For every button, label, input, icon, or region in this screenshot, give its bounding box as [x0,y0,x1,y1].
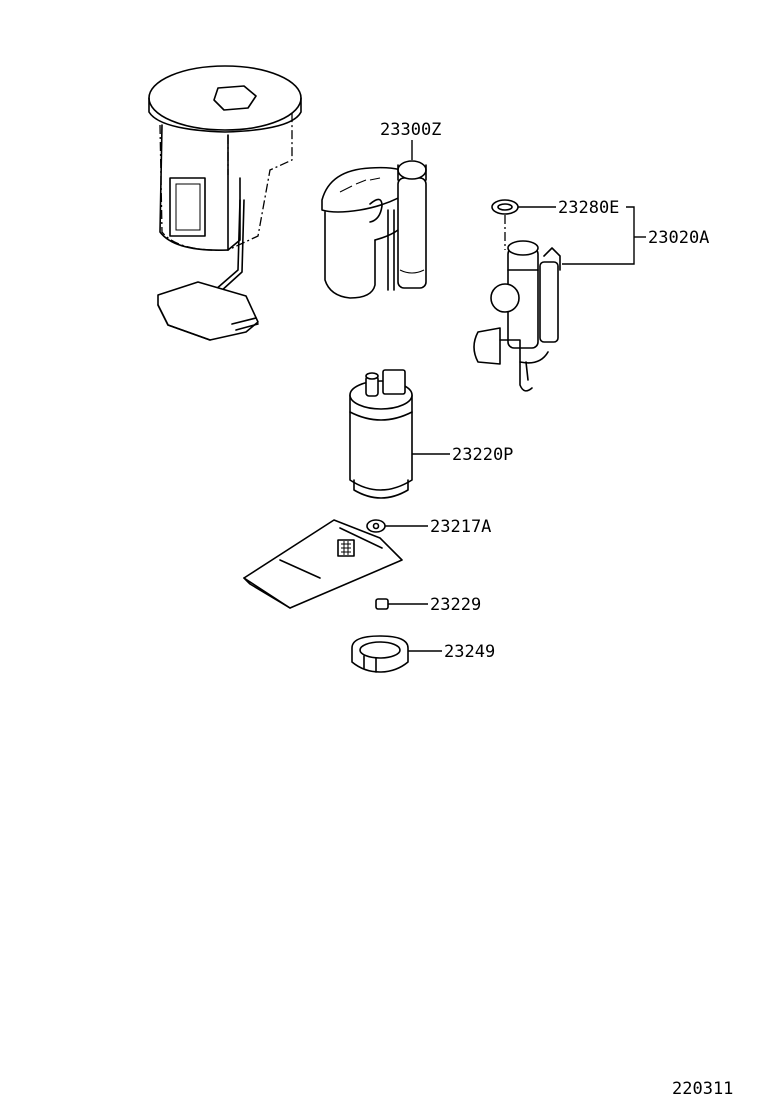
label-23020a: 23020A [648,228,709,248]
cushion-drawing [351,635,409,673]
fuel-pump-drawing [349,369,413,499]
pressure-regulator-drawing [473,240,561,392]
label-23229: 23229 [430,595,481,615]
label-23249: 23249 [444,642,495,662]
label-23217a: 23217A [430,517,491,537]
leader-lines [385,140,646,652]
label-23300z: 23300Z [380,120,441,140]
clip-drawing [375,598,389,610]
fuel-suction-filter-drawing [243,519,403,609]
diagram-number: 220311 [672,1079,733,1099]
fuel-sender-housing-drawing [148,65,302,341]
fuel-pump-bracket-drawing [321,160,427,299]
label-23280e: 23280E [558,198,619,218]
label-23220p: 23220P [452,445,513,465]
